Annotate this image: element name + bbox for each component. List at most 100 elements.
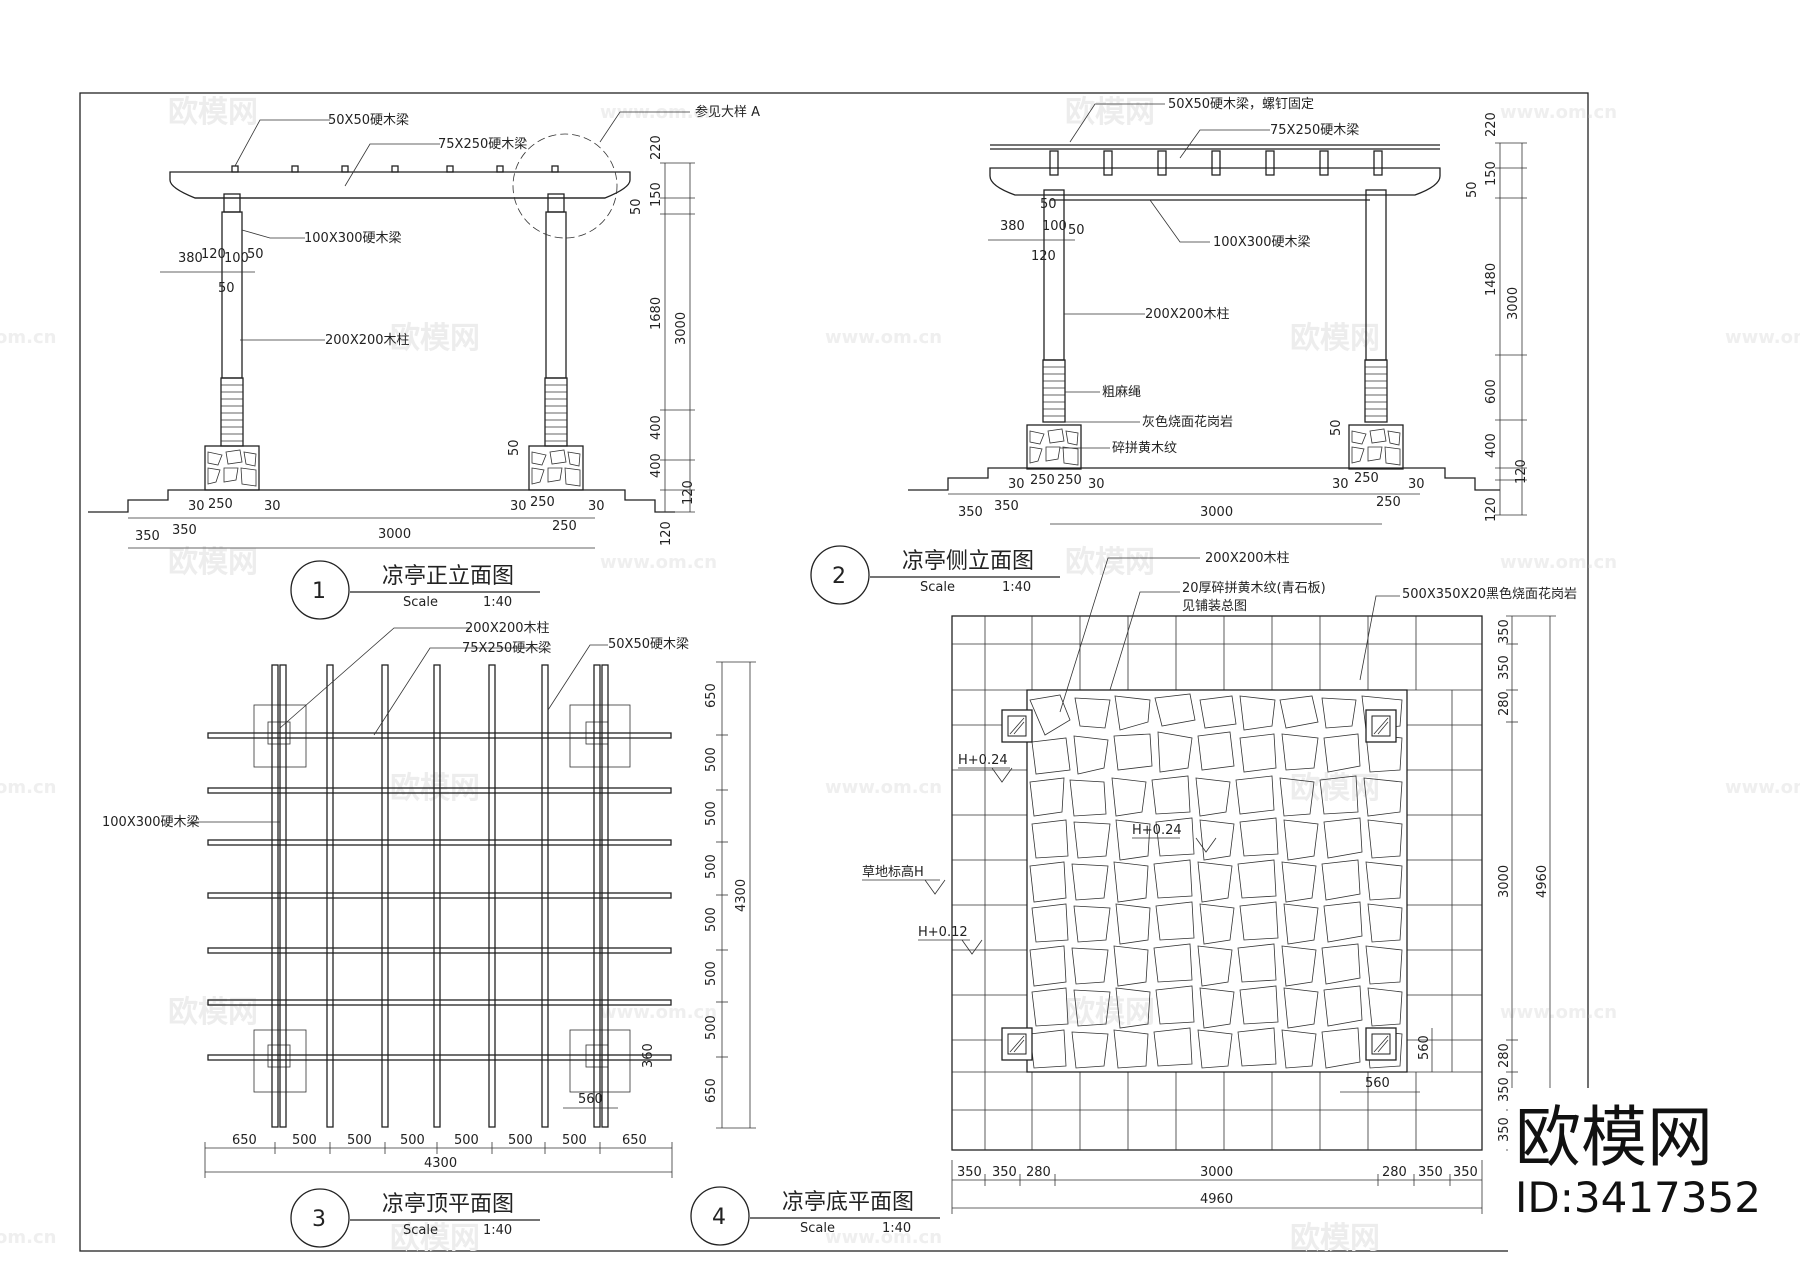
- dim-30: 30: [1408, 477, 1425, 492]
- watermark-brand: 欧模网: [168, 95, 258, 130]
- sheet-border: [79, 92, 1589, 1252]
- dim-500: 500: [704, 801, 719, 826]
- dim-100: 100: [224, 251, 249, 266]
- watermark-url: www.om.cn: [1500, 1002, 1617, 1023]
- dim-50: 50: [247, 247, 264, 262]
- watermark-url: www.om.cn: [825, 777, 942, 798]
- label-paving-line2: 见铺装总图: [1182, 599, 1247, 614]
- dim-30: 30: [1332, 477, 1349, 492]
- ground-line: [908, 467, 1500, 491]
- dim-30: 30: [1008, 477, 1025, 492]
- label-granite: 500X350X20黑色烧面花岗岩: [1402, 586, 1577, 602]
- dim-4300: 4300: [734, 879, 749, 912]
- post-right: [1348, 189, 1404, 470]
- dim-600: 600: [1484, 379, 1499, 404]
- label-post: 200X200木柱: [1205, 551, 1290, 566]
- label-paving-line1: 20厚碎拼黄木纹(青石板): [1182, 581, 1326, 596]
- dim-3000: 3000: [1497, 865, 1512, 898]
- dim-500: 500: [704, 1015, 719, 1040]
- dim-50: 50: [1329, 419, 1344, 436]
- dim-250: 250: [208, 497, 233, 512]
- dim-3000: 3000: [378, 527, 411, 542]
- dim-500: 500: [704, 747, 719, 772]
- watermark-url: www.om.cn: [1725, 777, 1800, 798]
- dim-400: 400: [649, 415, 664, 440]
- dim-250: 250: [1376, 495, 1401, 510]
- dim-4300: 4300: [424, 1156, 457, 1171]
- dim-350: 350: [994, 499, 1019, 514]
- dim-250: 250: [530, 495, 555, 510]
- label-post: 200X200木柱: [1145, 307, 1230, 322]
- dim-380: 380: [178, 251, 203, 266]
- watermark-brand: 欧模网: [168, 545, 258, 580]
- leaders: [1060, 103, 1270, 449]
- brand-logo: 欧模网 ID:3417352: [1508, 1088, 1794, 1264]
- dim-560: 560: [578, 1092, 603, 1107]
- beam-section-ticks: [1049, 150, 1383, 176]
- label-beam-75: 75X250硬木梁: [1270, 123, 1359, 138]
- dim-350: 350: [1418, 1165, 1443, 1180]
- watermark-brand: 欧模网: [1065, 95, 1155, 130]
- watermark-brand: 欧模网: [1290, 321, 1380, 356]
- label-beam-100: 100X300硬木梁: [1213, 235, 1311, 250]
- dim-280: 280: [1497, 1043, 1512, 1068]
- dim-1480: 1480: [1484, 263, 1499, 296]
- label-detail-ref: 参见大样 A: [695, 104, 760, 120]
- side-elevation-view: 50X50硬木梁，螺钉固定 75X250硬木梁 100X300硬木梁 200X2…: [810, 97, 1529, 605]
- post-footprints: [1001, 709, 1397, 1061]
- scale-label: Scale: [403, 595, 438, 610]
- dim-50: 50: [629, 198, 644, 215]
- label-rope: 粗麻绳: [1102, 385, 1141, 400]
- dim-250: 250: [1030, 473, 1055, 488]
- watermark-brand: 欧模网: [168, 995, 258, 1030]
- scale-value: 1:40: [483, 595, 512, 610]
- dim-4960: 4960: [1535, 865, 1550, 898]
- dim-50: 50: [507, 439, 522, 456]
- scale-label: Scale: [403, 1223, 438, 1238]
- watermark-url: www.om.cn: [1725, 327, 1800, 348]
- scale-value: 1:40: [1002, 580, 1031, 595]
- dim-500: 500: [704, 961, 719, 986]
- dim-400: 400: [1484, 433, 1499, 458]
- dim-220: 220: [649, 135, 664, 160]
- dim-150: 150: [1484, 161, 1499, 186]
- dim-150: 150: [649, 182, 664, 207]
- dim-500: 500: [562, 1133, 587, 1148]
- dim-500: 500: [292, 1133, 317, 1148]
- watermark-url: www.om.cn: [600, 102, 717, 123]
- view-number: 1: [312, 579, 326, 604]
- dim-500: 500: [704, 854, 719, 879]
- dim-500: 500: [704, 907, 719, 932]
- view-number-circle: [290, 560, 350, 620]
- label-stone: 碎拼黄木纹: [1112, 441, 1177, 456]
- dim-120: 120: [201, 247, 226, 262]
- dim-650: 650: [704, 1078, 719, 1103]
- watermark-url: www.om.cn: [825, 1227, 942, 1248]
- dim-560: 560: [1417, 1035, 1432, 1060]
- watermark-url: www.om.cn: [1500, 102, 1617, 123]
- watermark-url-partial: om.cn: [0, 777, 56, 798]
- dim-30: 30: [510, 499, 527, 514]
- dim-350: 350: [135, 529, 160, 544]
- watermark-url-partial: om.cn: [0, 1227, 56, 1248]
- view-number: 3: [312, 1207, 326, 1232]
- dim-350: 350: [172, 523, 197, 538]
- dim-30: 30: [588, 499, 605, 514]
- dim-560: 560: [1365, 1076, 1390, 1091]
- dim-220: 220: [1484, 112, 1499, 137]
- front-elevation-view: 50X50硬木梁 75X250硬木梁 参见大样 A 100X300硬木梁 200…: [88, 104, 760, 620]
- roof-plan-view: 200X200木柱 75X250硬木梁 50X50硬木梁 100X300硬木梁 …: [102, 621, 756, 1248]
- logo-text: 欧模网: [1515, 1099, 1713, 1176]
- dim-350: 350: [1497, 655, 1512, 680]
- view-title: 凉亭正立面图: [382, 564, 514, 589]
- watermark-brand: 欧模网: [390, 1221, 480, 1256]
- dim-250: 250: [1354, 471, 1379, 486]
- dim-350: 350: [1497, 619, 1512, 644]
- post-right: [528, 193, 584, 491]
- dim-250: 250: [1057, 473, 1082, 488]
- dim-250: 250: [552, 519, 577, 534]
- crazy-paving-area: [1026, 689, 1408, 1073]
- dim-120: 120: [1514, 459, 1529, 484]
- dim-500: 500: [347, 1133, 372, 1148]
